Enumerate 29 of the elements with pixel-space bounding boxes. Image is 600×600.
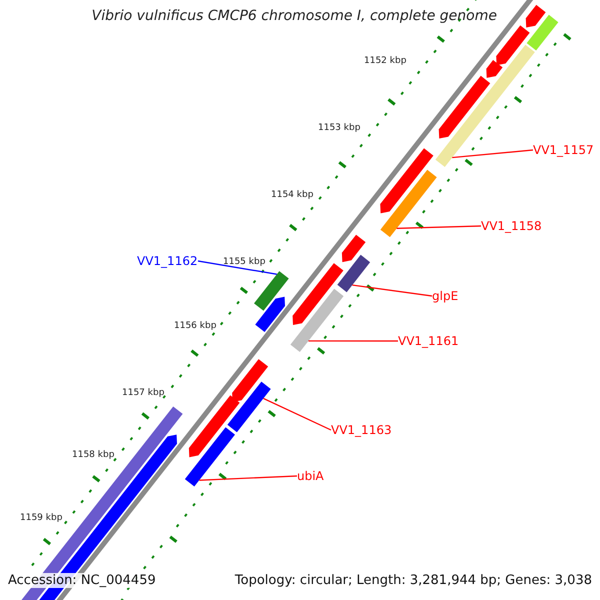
- scale-label: 1158 kbp: [72, 450, 114, 460]
- leader-line: [198, 260, 277, 275]
- scale-label: 1155 kbp: [223, 257, 266, 267]
- gene-label: VV1_1157: [533, 143, 594, 157]
- gene-label: VV1_1158: [481, 219, 542, 233]
- gene-bar: [337, 254, 370, 292]
- gene-bar: [227, 382, 271, 432]
- leader-line: [263, 398, 332, 431]
- leader-line: [452, 149, 534, 158]
- scale-label: 1154 kbp: [271, 190, 314, 200]
- leader-line: [199, 475, 298, 481]
- gene-label: glpE: [432, 289, 458, 303]
- gene-bar: [380, 170, 437, 238]
- scale-label: 1156 kbp: [174, 321, 216, 331]
- leader-line: [396, 225, 482, 229]
- scale-label: 1153 kbp: [318, 123, 360, 133]
- gene-bar: [290, 288, 344, 352]
- gene-label: VV1_1163: [331, 423, 392, 437]
- map-title: Vibrio vulnificus CMCP6 chromosome I, complete genome: [92, 8, 497, 24]
- scale-label: 1159 kbp: [20, 513, 62, 523]
- gene-label: ubiA: [297, 469, 324, 483]
- scale-label: 1157 kbp: [122, 388, 164, 398]
- gene-label: VV1_1162: [137, 254, 198, 268]
- leader-line: [308, 340, 398, 342]
- gene-bar: [435, 44, 535, 167]
- leader-line: [352, 284, 432, 297]
- scale-label: 1152 kbp: [364, 56, 406, 66]
- gene-label: VV1_1161: [398, 334, 459, 348]
- gene-bar: [254, 271, 289, 311]
